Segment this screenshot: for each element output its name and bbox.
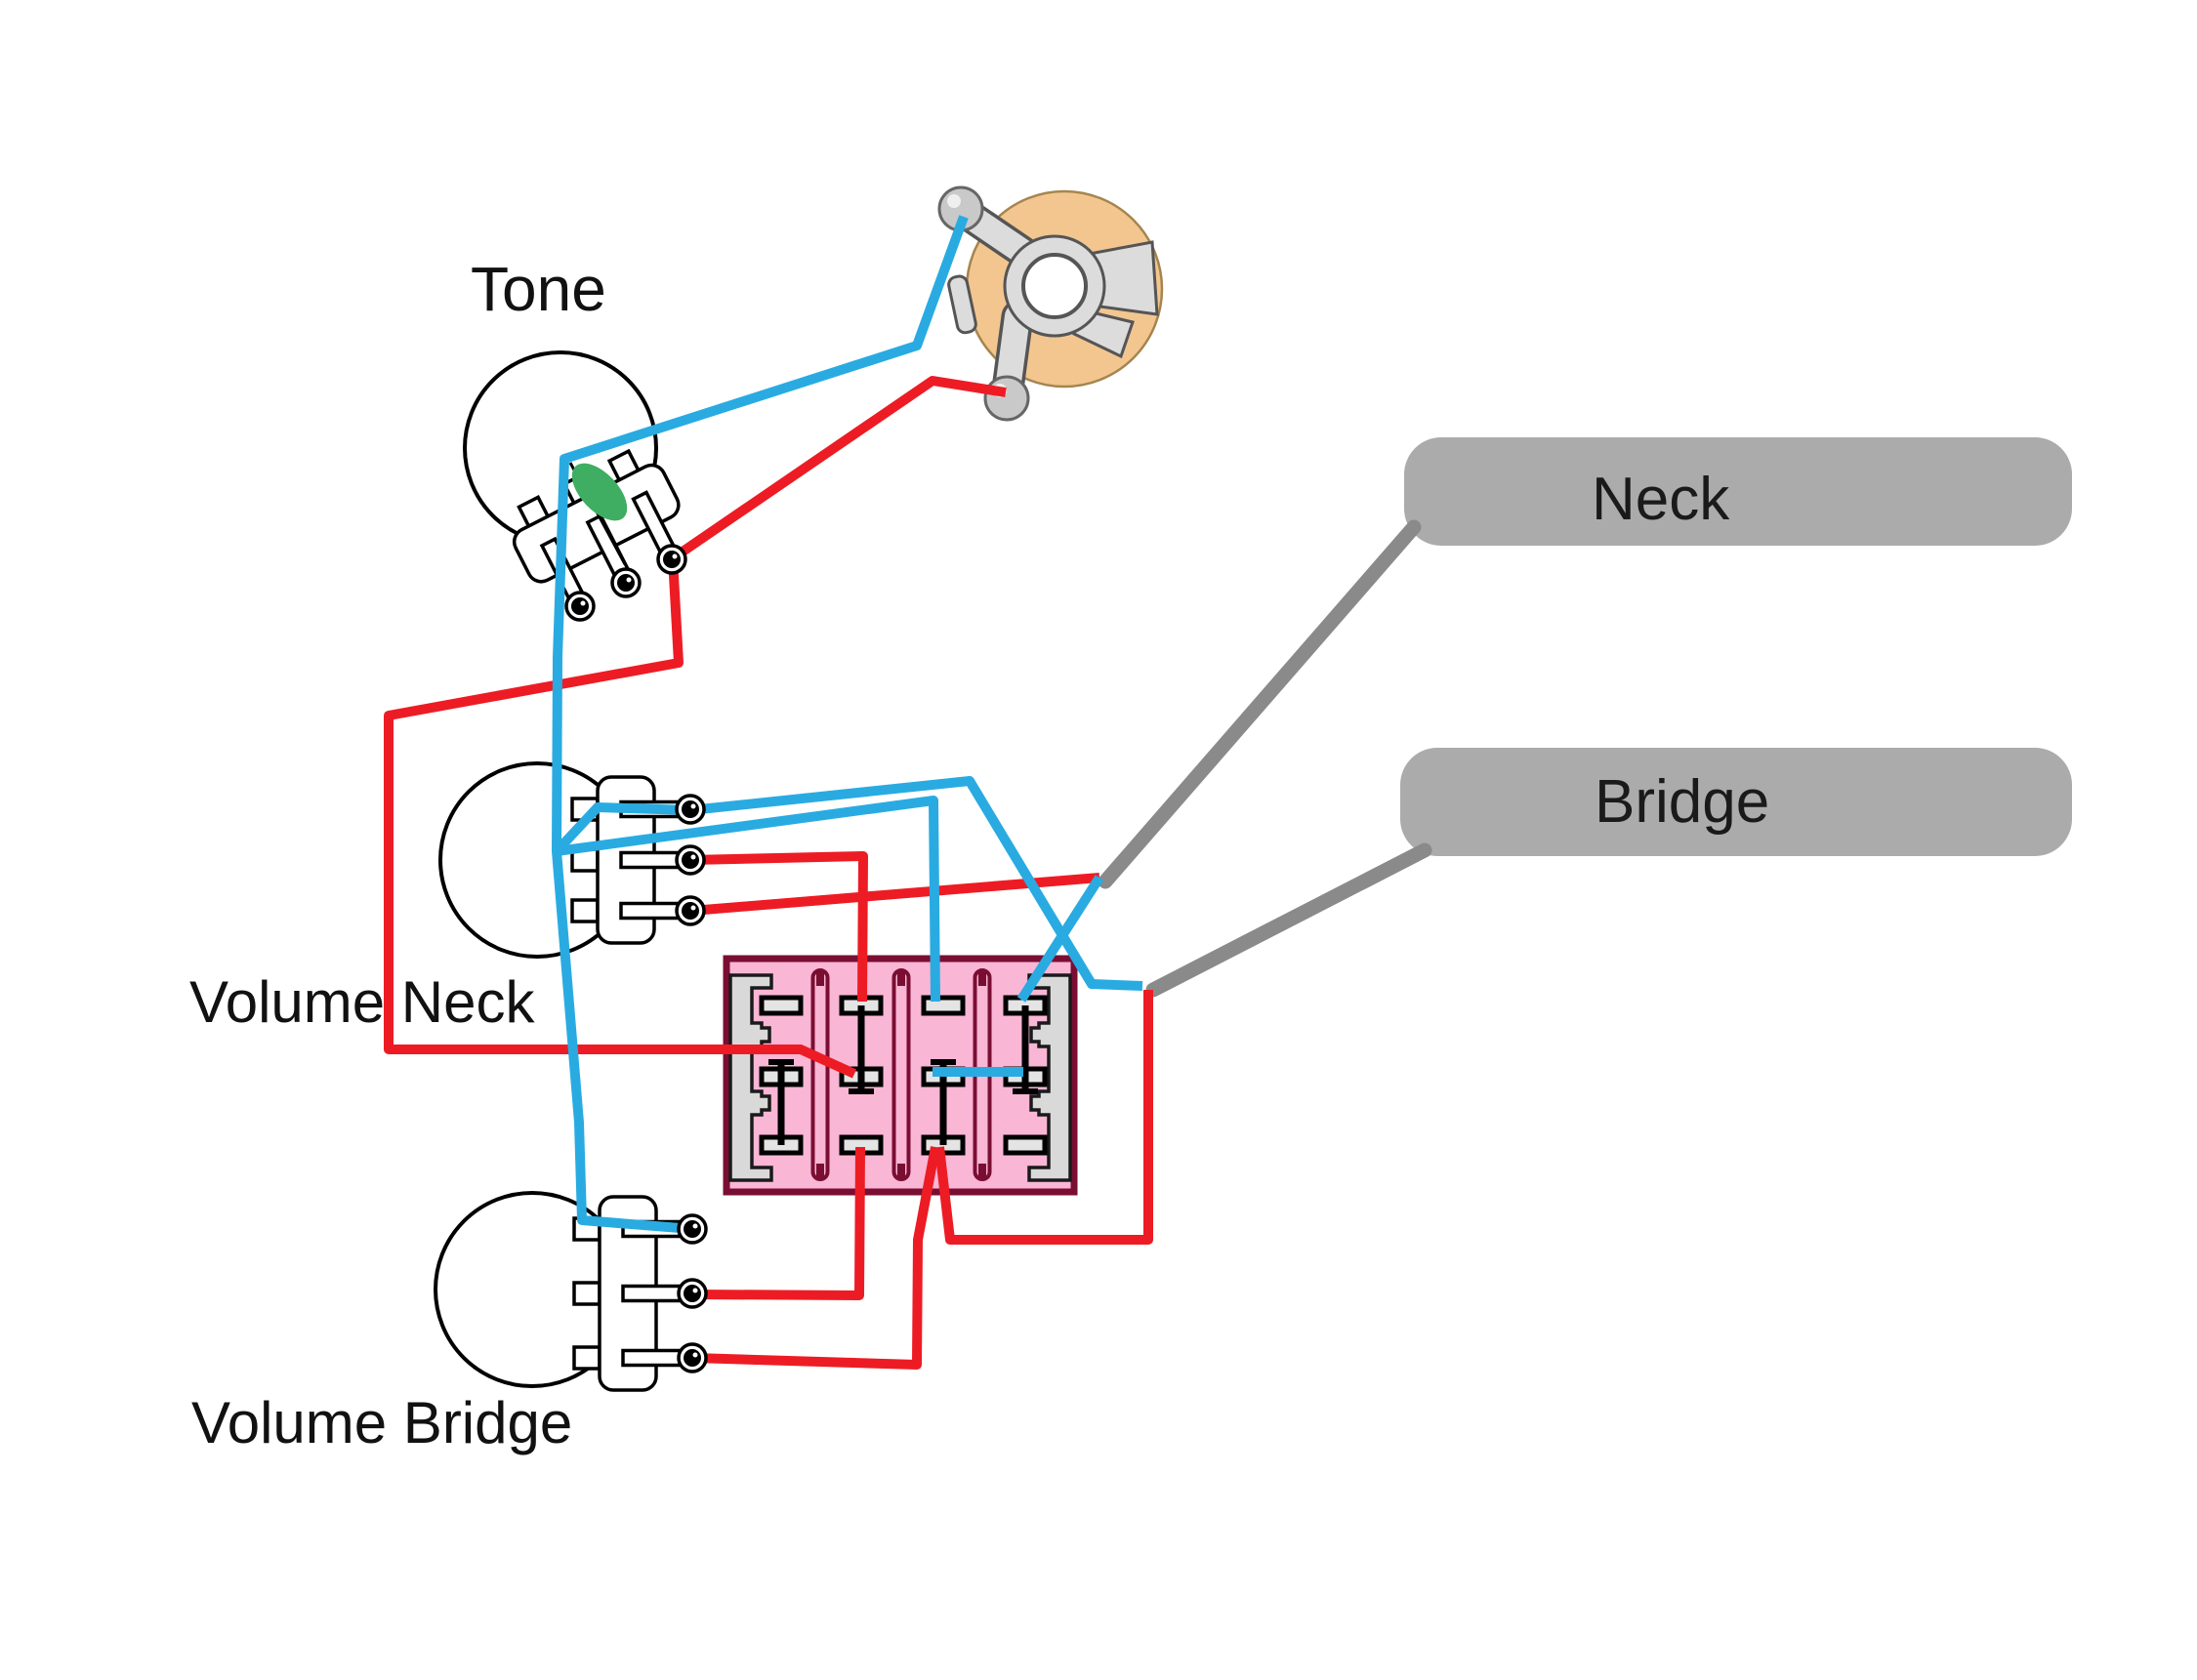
bridge-label: Bridge [1595, 768, 1769, 836]
blue-wires [552, 215, 1143, 1234]
volume-neck-label: Volume Neck [189, 969, 535, 1035]
tone-capacitor [571, 463, 628, 521]
neck-pickup-box [1404, 437, 2072, 546]
bridge-pickup-box [1400, 748, 2072, 856]
neck-label: Neck [1592, 466, 1730, 533]
wire-volneck-to-switch [556, 796, 940, 1003]
switch-right-bracket [1027, 973, 1072, 1182]
wire-switch-to-bridgewire [934, 990, 1153, 1245]
wire-neckwire-to-switch [1016, 875, 1104, 1003]
bridge-pickup-wire [1145, 842, 1432, 998]
volume-bridge-label: Volume Bridge [191, 1390, 572, 1455]
wire-volneck-mid-to-switch [689, 851, 868, 1003]
switch-left-bracket [728, 973, 773, 1182]
tone-label: Tone [471, 254, 606, 324]
wire-jack-to-tone [384, 376, 1007, 1079]
volume-bridge-pot [434, 1191, 696, 1392]
wire-volneck-to-bridgewire [553, 776, 1143, 991]
neck-pickup-wire [1098, 519, 1422, 889]
wire-switch-to-volbridge-mid [691, 1146, 865, 1300]
switch-slots [810, 968, 992, 1181]
pot-lug-balls [564, 544, 708, 1373]
wire-jack-tone-volumes [552, 215, 969, 1234]
output-jack [937, 185, 1164, 422]
jack-lug-ball-sleeve [983, 375, 1030, 422]
wire-switch-to-volbridge-bottom [692, 1146, 940, 1370]
tone-pot [463, 350, 682, 612]
